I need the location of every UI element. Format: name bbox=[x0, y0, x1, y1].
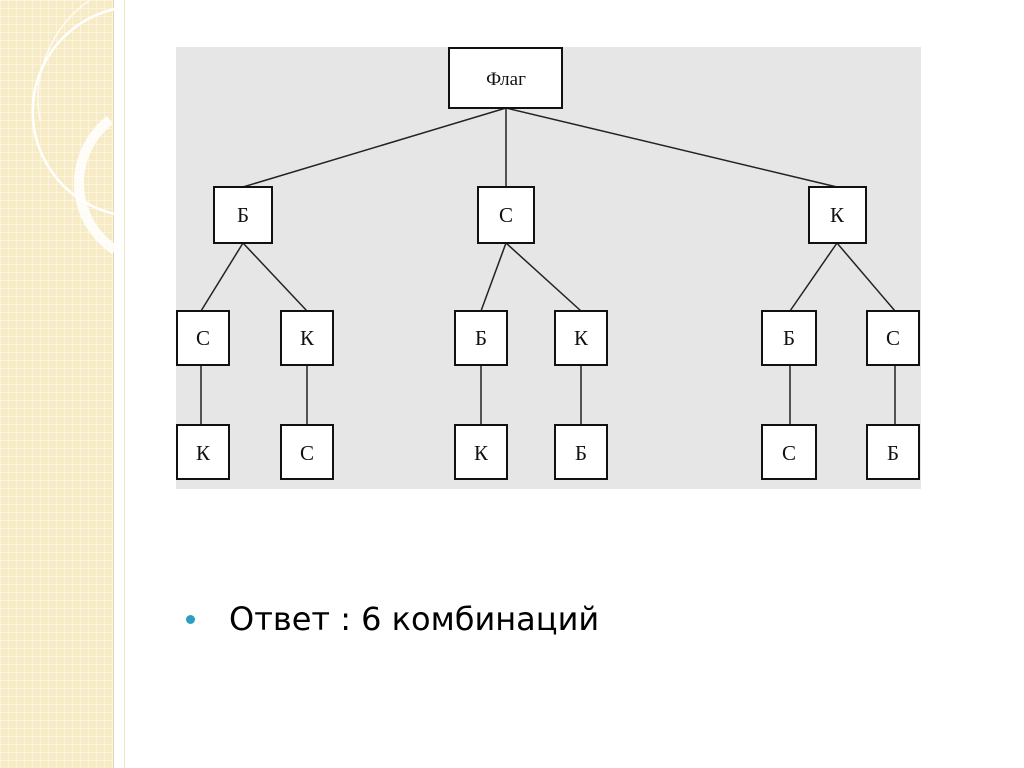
tree-node-level2: С bbox=[176, 310, 230, 366]
tree-node-level3-label: Б bbox=[575, 441, 587, 465]
tree-diagram: Флаг Б С К С К Б К bbox=[176, 47, 921, 489]
tree-node-level3-label: С bbox=[300, 441, 314, 465]
tree-node-level3-label: С bbox=[782, 441, 796, 465]
tree-node-level1: К bbox=[808, 186, 867, 244]
tree-node-level3-label: К bbox=[474, 441, 489, 465]
tree-node-level1: С bbox=[477, 186, 535, 244]
tree-node-level3-label: Б bbox=[887, 441, 899, 465]
tree-node-level3: Б bbox=[554, 424, 608, 480]
tree-node-level2-label: С bbox=[886, 326, 900, 350]
tree-node-level2-label: К bbox=[300, 326, 315, 350]
tree-node-level2: К bbox=[554, 310, 608, 366]
tree-node-level1: Б bbox=[213, 186, 273, 244]
bullet-dot-icon bbox=[186, 614, 195, 624]
tree-node-level1-label: К bbox=[830, 203, 845, 227]
decorative-side-band bbox=[0, 0, 113, 768]
tree-node-level3-label: К bbox=[196, 441, 211, 465]
tree-node-level2-label: С bbox=[196, 326, 210, 350]
tree-node-root: Флаг bbox=[448, 47, 563, 109]
tree-node-level3: С bbox=[280, 424, 334, 480]
tree-node-level3: Б bbox=[866, 424, 920, 480]
tree-node-level2-label: Б bbox=[783, 326, 795, 350]
tree-node-level1-label: С bbox=[499, 203, 513, 227]
decorative-arcs bbox=[31, 0, 121, 255]
tree-node-level2-label: Б bbox=[475, 326, 487, 350]
tree-node-level1-label: Б bbox=[237, 203, 249, 227]
tree-node-level3: С bbox=[761, 424, 817, 480]
side-band-divider bbox=[113, 0, 114, 768]
tree-node-level2: К bbox=[280, 310, 334, 366]
tree-node-level2-label: К bbox=[574, 326, 589, 350]
tree-node-level2: Б bbox=[454, 310, 508, 366]
tree-node-root-label: Флаг bbox=[486, 69, 526, 90]
tree-node-level2: Б bbox=[761, 310, 817, 366]
answer-text: Ответ : 6 комбинаций bbox=[229, 600, 600, 638]
side-band-divider-secondary bbox=[124, 0, 125, 768]
tree-node-level3: К bbox=[454, 424, 508, 480]
tree-node-level3: К bbox=[176, 424, 230, 480]
tree-node-level2: С bbox=[866, 310, 920, 366]
tree-diagram-canvas: Флаг Б С К С К Б К bbox=[176, 47, 920, 480]
answer-bullet: Ответ : 6 комбинаций bbox=[186, 597, 599, 641]
tree-connectors bbox=[200, 107, 896, 425]
